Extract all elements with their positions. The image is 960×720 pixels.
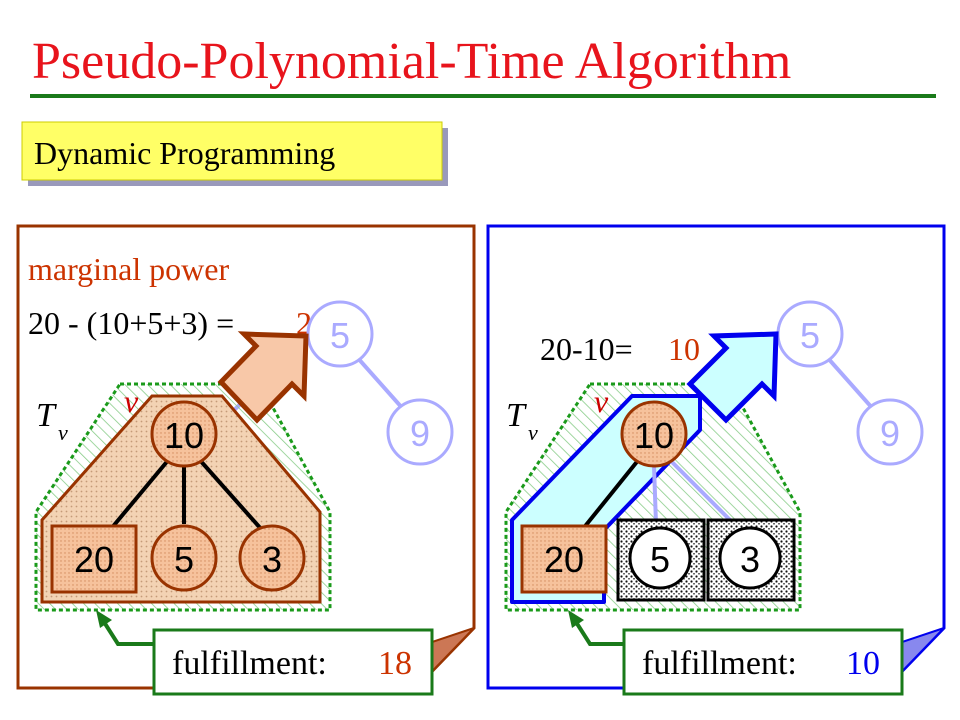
right-far-node-b [856,398,924,466]
right-callout-pointer-head [568,610,584,628]
right-callout-box [622,628,904,696]
right-subtree-sub: v [528,420,538,445]
right-callout-value: 10 [846,645,880,682]
right-subtree-label: T [506,397,527,434]
right-root-node-label: 10 [634,415,674,456]
right-equation-result: 10 [668,331,700,367]
left-root-label: v [124,383,139,419]
left-root-node-label: 10 [164,415,204,456]
left-callout-pointer-head [96,610,112,628]
left-callout-label: fulfillment: [172,645,327,682]
left-subtree-sub: v [58,420,68,445]
right-leaf-b [628,526,692,590]
right-far-node-a-label: 5 [800,315,820,356]
left-leaf-a [50,524,138,594]
right-callout-pointer [574,620,624,646]
subtitle-box: Dynamic Programming [21,121,448,186]
right-panel: 20-10= 10 5 9 T v v 10 20 [486,224,946,696]
left-root-node [150,400,218,468]
left-far-node-b [386,398,454,466]
left-leaf-b-label: 5 [174,539,194,580]
title-rule [30,94,936,98]
right-root-label: v [594,383,609,419]
right-leaf-a-label: 20 [544,539,584,580]
left-panel: marginal power 20 - (10+5+3) = 2 5 9 T v… [16,224,476,696]
right-edge-c [666,456,742,532]
left-callout-pointer [102,620,154,646]
left-edge-c [196,456,264,532]
right-equation-prefix: 20-10= [540,331,633,367]
right-leaf-c [718,526,782,590]
left-far-node-b-label: 9 [410,413,430,454]
right-edge-b [652,465,658,525]
subtitle-text: Dynamic Programming [34,135,335,171]
left-leaf-c-label: 3 [262,539,282,580]
left-callout-value: 18 [378,645,412,682]
right-leaf-a [520,524,608,594]
slide-title: Pseudo-Polynomial-Time Algorithm [32,33,791,90]
left-marginal-arrow [217,331,309,424]
right-edge-a [580,456,642,532]
left-subtree-label: T [36,397,57,434]
right-marginal-arrow [686,331,779,424]
left-equation-prefix: 20 - (10+5+3) = [28,305,234,341]
left-leaf-a-label: 20 [74,539,114,580]
left-edge-a [108,456,172,532]
right-root-node [620,400,688,468]
left-far-node-a-label: 5 [330,315,350,356]
left-leaf-b [150,524,218,592]
right-leaf-b-label: 5 [650,539,670,580]
right-leaf-c-label: 3 [740,539,760,580]
left-heading: marginal power [28,251,229,287]
left-callout-box [152,628,434,696]
right-callout-label: fulfillment: [642,645,797,682]
left-leaf-c [238,524,306,592]
right-far-node-b-label: 9 [880,413,900,454]
